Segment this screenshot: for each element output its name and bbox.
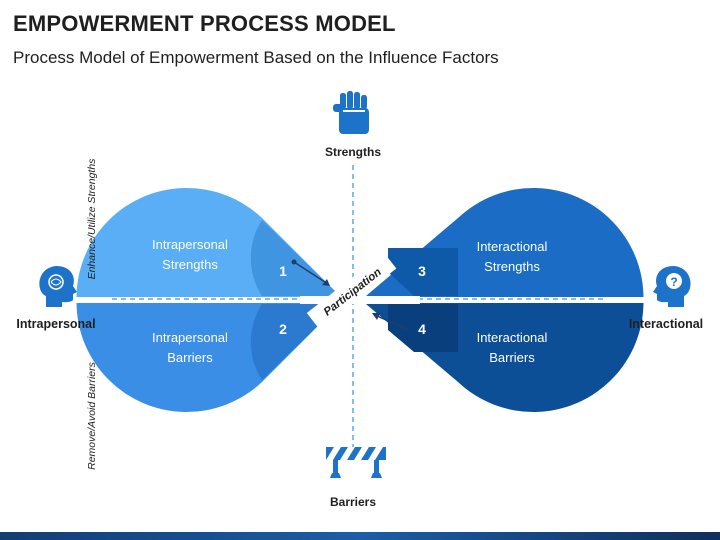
region-4 [388,304,458,352]
page-title: EMPOWERMENT PROCESS MODEL [13,11,396,36]
q3-line2: Strengths [484,259,540,274]
q1-line2: Strengths [162,257,218,272]
enhance-label: Enhance/Utilize Strengths [86,158,98,280]
strengths-label: Strengths [325,145,381,159]
footer-bar [0,532,720,540]
arrow-to-center [293,261,329,285]
region-3 [388,248,458,296]
interactional-label: Interactional [629,317,703,331]
head-question-icon: ? [653,266,691,307]
number-1: 1 [279,263,287,279]
head-brain-icon [39,266,77,307]
number-4: 4 [418,321,426,337]
barriers-label: Barriers [330,495,376,509]
q4-line1: Interactional [477,330,548,345]
arrow-from-center [374,314,409,331]
number-2: 2 [279,321,287,337]
page-subtitle: Process Model of Empowerment Based on th… [13,48,499,67]
q2-line2: Barriers [167,350,213,365]
remove-label: Remove/Avoid Barriers [86,361,98,470]
number-3: 3 [418,263,426,279]
raised-fist-icon [333,91,369,134]
barrier-icon [326,447,386,478]
q2-line1: Intrapersonal [152,330,228,345]
q4-line2: Barriers [489,350,535,365]
q3-line1: Interactional [477,239,548,254]
svg-text:?: ? [670,275,677,289]
q1-line1: Intrapersonal [152,237,228,252]
intrapersonal-label: Intrapersonal [16,317,95,331]
